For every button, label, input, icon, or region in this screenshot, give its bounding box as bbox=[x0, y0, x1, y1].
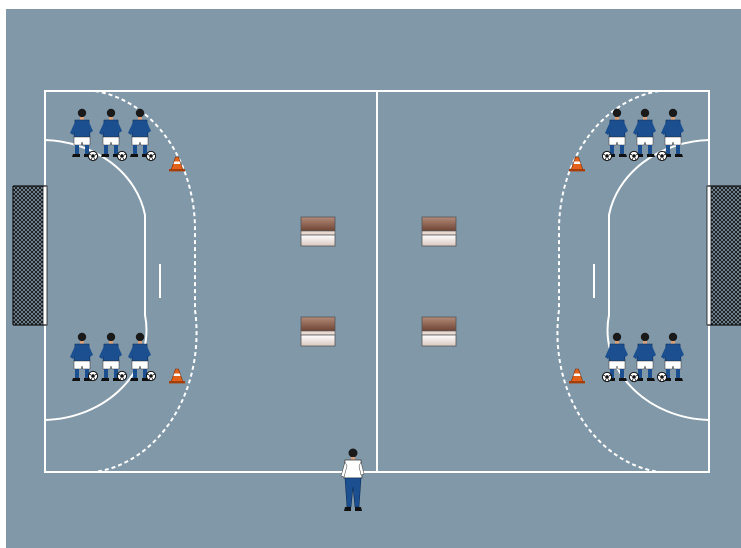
vaulting-box-icon bbox=[422, 217, 456, 246]
ball-icon bbox=[88, 151, 97, 160]
vaulting-box-icon bbox=[301, 217, 335, 246]
ball-icon bbox=[146, 371, 155, 380]
ball-icon bbox=[629, 372, 638, 381]
ball-icon bbox=[602, 372, 611, 381]
ball-icon bbox=[88, 371, 97, 380]
ball-icon bbox=[146, 151, 155, 160]
ball-icon bbox=[602, 151, 611, 160]
right-goal-net-icon bbox=[707, 186, 741, 325]
ball-icon bbox=[657, 372, 666, 381]
ball-icon bbox=[657, 151, 666, 160]
vaulting-box-icon bbox=[422, 317, 456, 346]
vaulting-box-icon bbox=[301, 317, 335, 346]
ball-icon bbox=[629, 151, 638, 160]
court-floor bbox=[6, 9, 741, 548]
ball-icon bbox=[117, 151, 126, 160]
ball-icon bbox=[117, 371, 126, 380]
left-goal-net-icon bbox=[13, 186, 47, 325]
